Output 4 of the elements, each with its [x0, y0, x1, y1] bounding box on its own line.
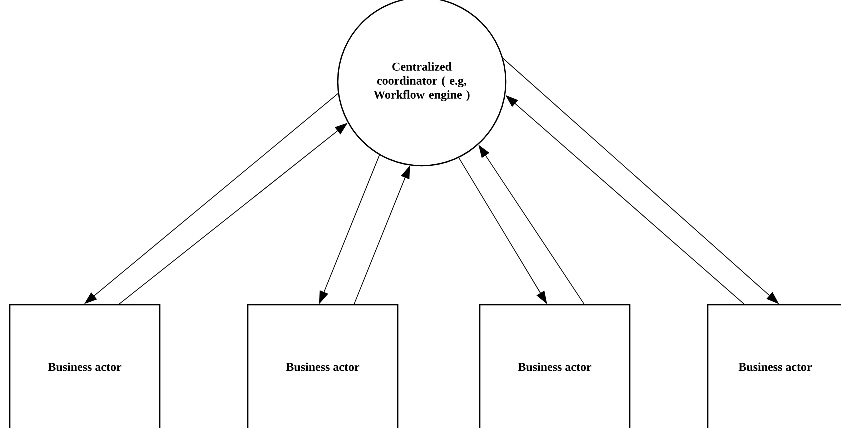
actor-box: Business actor [9, 304, 161, 428]
actor-box: Business actor [247, 304, 399, 428]
actor-box: Business actor [479, 304, 631, 428]
actor-box: Business actor [707, 304, 841, 428]
